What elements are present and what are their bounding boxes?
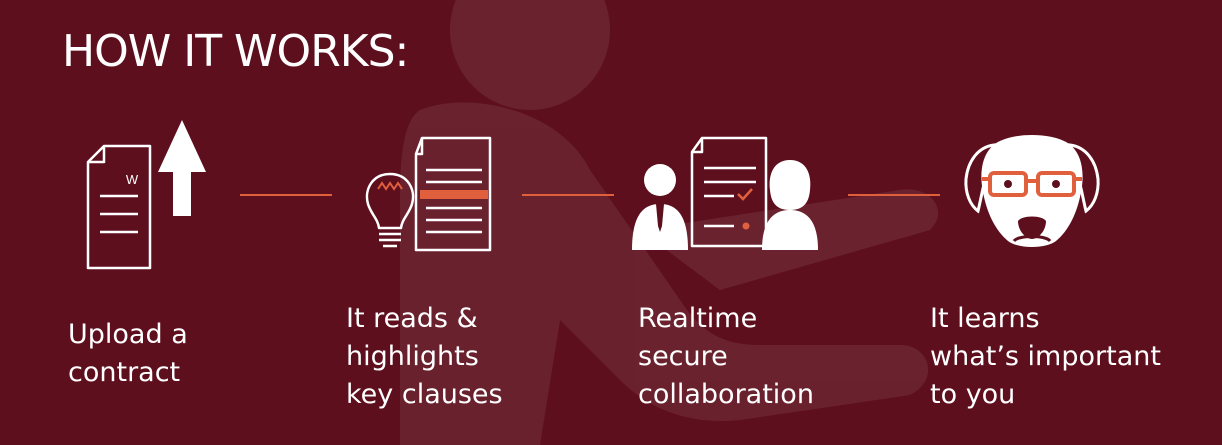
step-label-line: collaboration — [638, 379, 814, 410]
step-label-line: secure — [638, 341, 728, 372]
dog-with-glasses-icon — [964, 135, 1100, 247]
document-mark: W — [126, 172, 139, 187]
step-label-collaboration: Realtime secure collaboration — [638, 300, 814, 414]
step-label-line: to you — [930, 379, 1016, 410]
step-label-line: It reads & — [346, 303, 478, 334]
connector-line — [848, 194, 940, 196]
step-label-line: It learns — [930, 303, 1040, 334]
step-label-upload: Upload a contract — [68, 316, 188, 392]
lightbulb-highlight-icon — [365, 136, 492, 252]
step-label-line: what’s important — [930, 341, 1161, 372]
step-label-learns: It learns what’s important to you — [930, 300, 1161, 414]
page-title: HOW IT WORKS: — [62, 26, 409, 77]
step-label-line: Upload a — [68, 319, 188, 350]
step-label-line: highlights — [346, 341, 479, 372]
document-upload-icon: W — [86, 120, 206, 270]
step-label-reads: It reads & highlights key clauses — [346, 300, 503, 414]
step-label-line: contract — [68, 357, 181, 388]
step-label-line: Realtime — [638, 303, 758, 334]
connector-line — [240, 194, 332, 196]
connector-line — [522, 194, 614, 196]
collaboration-icon — [632, 136, 818, 250]
step-label-line: key clauses — [346, 379, 503, 410]
